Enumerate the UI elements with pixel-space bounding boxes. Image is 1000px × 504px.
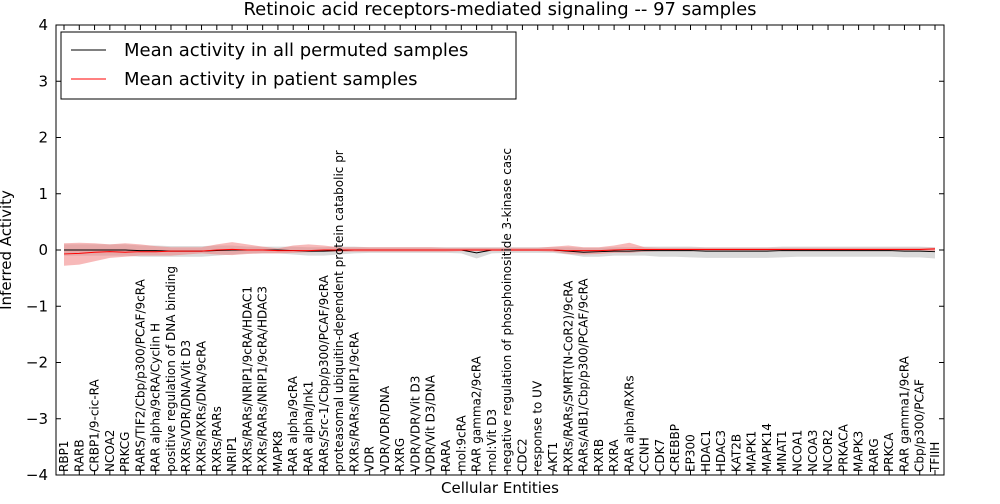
x-tick-label: EP300	[684, 434, 698, 472]
x-tick-label: proteasomal ubiquitin-dependent protein …	[332, 150, 346, 472]
x-tick-label: Cbp/p300/PCAF	[913, 379, 927, 472]
chart-title: Retinoic acid receptors-mediated signali…	[243, 0, 756, 20]
x-tick-label: MAPK8	[271, 431, 285, 472]
x-tick-label: MAPK3	[852, 431, 866, 472]
y-tick-label: 2	[38, 129, 48, 147]
x-axis-label: Cellular Entities	[441, 479, 559, 497]
x-tick-label: RARB	[72, 439, 86, 472]
confidence-bands	[64, 242, 935, 266]
x-tick-label: mol:9cRA	[454, 415, 468, 472]
x-tick-label: HDAC3	[714, 430, 728, 472]
x-tick-label: MNAT1	[775, 430, 789, 472]
x-tick-label: PRKACA	[836, 423, 850, 472]
x-tick-label: RXRB	[592, 439, 606, 472]
y-tick-label: 3	[38, 72, 48, 90]
x-tick-label: RXRs/RARs	[210, 406, 224, 472]
x-tick-label: CREBBP	[668, 424, 682, 472]
x-tick-label: CRBP1/9-cic-RA	[88, 378, 102, 472]
y-ticks: −4 −3 −2 −1 0 1 2 3 4	[26, 16, 944, 484]
x-tick-label: RXRs/RXRs/DNA/9cRA	[195, 340, 209, 472]
x-tick-label: TFIIH	[928, 442, 942, 473]
legend-label: Mean activity in all permuted samples	[124, 40, 468, 61]
x-tick-label: response to UV	[531, 380, 545, 472]
x-tick-label: RARs/Src-1/Cbp/p300/PCAF/9cRA	[317, 274, 331, 472]
y-tick-label: 1	[38, 185, 48, 203]
x-tick-label: AKT1	[546, 442, 560, 472]
x-tick-label: VDR/Vit D3/DNA	[424, 374, 438, 472]
x-tick-label: NCOA2	[103, 430, 117, 472]
series-line-patient	[63, 248, 936, 255]
confidence-band-patient	[64, 242, 935, 266]
x-tick-label: NRIP1	[225, 436, 239, 472]
x-tick-label: mol:Vit D3	[485, 409, 499, 472]
x-ticks	[63, 25, 936, 475]
y-tick-label: 4	[38, 16, 48, 34]
x-tick-label: RARs/AIB1/Cbp/p300/PCAF/9cRA	[577, 278, 591, 472]
legend-label: Mean activity in patient samples	[124, 69, 418, 90]
x-tick-label: RARS/TIF2/Cbp/p300/PCAF/9cRA	[133, 278, 147, 472]
x-tick-label: CDK7	[653, 439, 667, 472]
y-tick-label: −4	[26, 466, 48, 484]
legend: Mean activity in all permuted samplesMea…	[60, 31, 517, 100]
series-lines	[63, 248, 936, 255]
x-tick-label: RXRA	[607, 439, 621, 472]
x-tick-label: RAR alpha/9cRA/Cyclin H	[149, 323, 163, 472]
y-axis-label: Inferred Activity	[0, 190, 15, 310]
x-tick-label: RAR gamma1/9cRA	[897, 355, 911, 472]
y-tick-label: −2	[26, 354, 48, 372]
x-tick-label: RBP1	[57, 441, 71, 472]
x-tick-label: RARA	[439, 439, 453, 472]
x-tick-label: RXRs/VDR/DNA/Vit D3	[179, 340, 193, 472]
x-tick-label: MAPK1	[745, 431, 759, 472]
x-tick-label: RXRs/RARs/NRIP1/9cRA/HDAC1	[240, 286, 254, 472]
x-tick-label: MAPK14	[760, 423, 774, 472]
y-tick-label: −1	[26, 297, 48, 315]
x-tick-label: CCNH	[638, 437, 652, 472]
x-tick-label: RXRs/RARs/NRIP1/9cRA	[347, 331, 361, 472]
x-tick-label: VDR	[363, 446, 377, 472]
x-tick-label: PRKCG	[118, 432, 132, 472]
x-tick-label: NCOA3	[806, 430, 820, 472]
x-tick-label: KAT2B	[729, 434, 743, 472]
x-tick-label: NCOR2	[821, 429, 835, 472]
legend-box	[60, 31, 517, 100]
x-tick-label: RAR gamma2/9cRA	[470, 355, 484, 472]
x-tick-label: RARG	[867, 438, 881, 472]
x-tick-label: RAR alpha/RXRs	[622, 375, 636, 472]
x-tick-label: RXRG	[393, 438, 407, 472]
x-tick-label: HDAC1	[699, 430, 713, 472]
x-tick-label: NCOA1	[790, 430, 804, 472]
x-tick-label: RXRs/RARs/SMRT(N-CoR2)/9cRA	[561, 280, 575, 472]
x-tick-label: RAR alpha/9cRA	[286, 375, 300, 472]
x-tick-label: negative regulation of phosphoinositide …	[500, 148, 514, 472]
y-tick-label: −3	[26, 410, 48, 428]
x-tick-label: PRKCA	[882, 432, 896, 472]
x-tick-label: RXRs/RARs/NRIP1/9cRA/HDAC3	[256, 286, 270, 472]
x-tick-label: RAR alpha/Jnk1	[301, 381, 315, 472]
x-tick-label: VDR/VDR/Vit D3	[408, 376, 422, 472]
x-tick-label: CDC2	[515, 438, 529, 472]
y-tick-label: 0	[38, 241, 48, 259]
x-tick-label: VDR/VDR/DNA	[378, 385, 392, 472]
x-tick-label: positive regulation of DNA binding	[164, 266, 178, 472]
